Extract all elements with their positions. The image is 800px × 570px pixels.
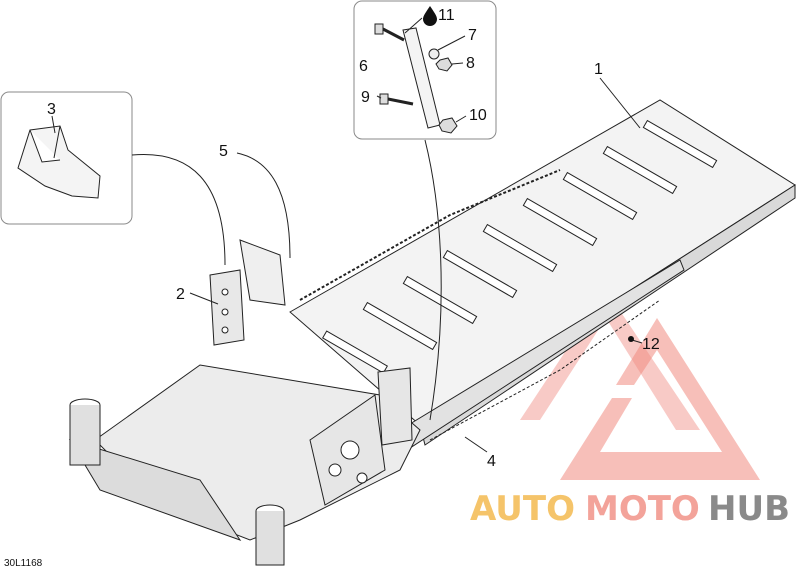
main-frame-drawing xyxy=(68,99,796,566)
chassis-crossmember xyxy=(68,439,242,541)
callout-12: 12 xyxy=(642,336,660,353)
inset-box-top xyxy=(353,0,497,140)
side-plate-mid xyxy=(377,367,413,446)
callout-9: 9 xyxy=(361,89,370,106)
callout-5: 5 xyxy=(219,143,228,160)
nut-8 xyxy=(435,57,453,72)
rear-bracket-2 xyxy=(209,269,245,346)
deck-cable xyxy=(299,169,561,301)
leader-3-curve xyxy=(131,153,226,266)
leader-lines xyxy=(131,77,643,453)
drawing-code: 30L1168 xyxy=(4,558,43,569)
callout-2: 2 xyxy=(176,286,185,303)
inset-fasteners xyxy=(353,0,497,140)
leader-4 xyxy=(464,436,488,453)
inset-part-3 xyxy=(0,91,133,225)
watermark-triangle-outer xyxy=(560,318,760,480)
deck-slots xyxy=(322,119,718,374)
strap-drawing xyxy=(402,27,441,129)
callout-4: 4 xyxy=(487,453,496,470)
callout-10: 10 xyxy=(469,107,487,124)
watermark-text: AUTO MOTO HUB xyxy=(470,489,790,529)
side-rail-cable xyxy=(429,299,661,441)
watermark-logo xyxy=(520,290,760,480)
callout-labels: 1 2 3 4 5 6 7 8 9 10 11 12 xyxy=(47,7,660,470)
nut-10 xyxy=(438,117,458,134)
watermark-hub: HUB xyxy=(708,489,790,529)
bolt-6 xyxy=(374,23,405,42)
leader-12 xyxy=(631,339,643,344)
leader-2 xyxy=(189,292,219,305)
callout-6: 6 xyxy=(359,58,368,75)
bracket-5 xyxy=(239,239,286,306)
oil-drop-marker-12 xyxy=(628,336,634,342)
inset-box-left xyxy=(0,91,133,225)
watermark-triangle-inner xyxy=(520,290,700,430)
callout-7: 7 xyxy=(468,27,477,44)
callout-11: 11 xyxy=(438,7,455,24)
tube-left xyxy=(69,398,101,466)
leader-9 xyxy=(376,95,382,99)
leader-10 xyxy=(455,115,467,123)
oil-drop-icon xyxy=(423,6,437,26)
washer-7 xyxy=(428,48,440,60)
watermark-auto: AUTO xyxy=(470,489,575,529)
leader-8 xyxy=(451,62,464,65)
bracket-3-drawing xyxy=(17,125,101,199)
leader-1 xyxy=(599,77,641,129)
tube-right xyxy=(255,504,285,566)
leader-3 xyxy=(51,115,56,134)
watermark-moto: MOTO xyxy=(585,489,700,529)
callout-1: 1 xyxy=(594,61,603,78)
leader-11 xyxy=(404,17,423,34)
leader-7 xyxy=(437,35,466,51)
leader-5 xyxy=(236,152,291,259)
callout-8: 8 xyxy=(466,55,475,72)
bolt-9 xyxy=(379,93,414,106)
callout-3: 3 xyxy=(47,101,56,118)
leader-inset-strap xyxy=(424,139,442,421)
